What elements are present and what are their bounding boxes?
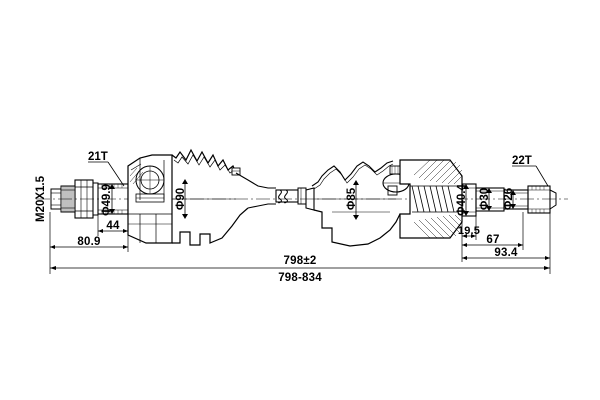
dimension-93-4 — [461, 212, 551, 262]
dim-right-diameter-arrows — [463, 184, 516, 216]
right-stepped-shaft — [461, 183, 557, 217]
label-thread-spec: M20X1.5 — [35, 175, 47, 222]
label-phi40-4: Φ40.4 — [456, 183, 468, 215]
left-cv-joint-housing — [127, 154, 173, 244]
label-22t: 22T — [512, 155, 532, 167]
inner-spring — [410, 185, 458, 213]
dim-label-19-5: 19.5 — [458, 225, 480, 237]
dim-label-93-4: 93.4 — [494, 247, 518, 259]
dimension-overall — [49, 252, 551, 274]
left-threaded-stub — [50, 185, 76, 213]
leader-21t — [88, 161, 125, 187]
dim-label-overall-range: 798-834 — [278, 272, 322, 284]
dim-phi49-arrow — [109, 184, 115, 214]
left-hex-nut — [74, 179, 94, 219]
right-rubber-boot — [311, 160, 401, 247]
center-shaft — [235, 172, 315, 211]
label-phi26: Φ26 — [503, 188, 515, 210]
dimension-19-5 — [461, 214, 477, 240]
right-cv-joint-housing — [382, 159, 463, 239]
dimension-80-9 — [49, 212, 129, 252]
dim-phi85-arrow — [353, 180, 359, 220]
dim-phi90-arrow — [182, 179, 188, 219]
dimension-67 — [461, 212, 524, 250]
dim-label-80-9: 80.9 — [77, 236, 100, 248]
dim-label-overall-nominal: 798±2 — [284, 255, 317, 267]
label-phi90: Φ90 — [175, 188, 187, 210]
dim-label-67: 67 — [486, 234, 499, 246]
dim-label-44: 44 — [106, 220, 120, 232]
break-symbol — [278, 189, 288, 204]
label-phi85: Φ85 — [346, 187, 358, 210]
left-rubber-boot — [171, 148, 249, 246]
dimension-44 — [97, 215, 129, 236]
label-21t: 21T — [88, 151, 108, 163]
leader-22t — [512, 165, 549, 187]
section-hatch — [413, 159, 463, 239]
label-phi30: Φ30 — [479, 188, 491, 210]
label-phi49-9: Φ49.9 — [101, 184, 113, 216]
